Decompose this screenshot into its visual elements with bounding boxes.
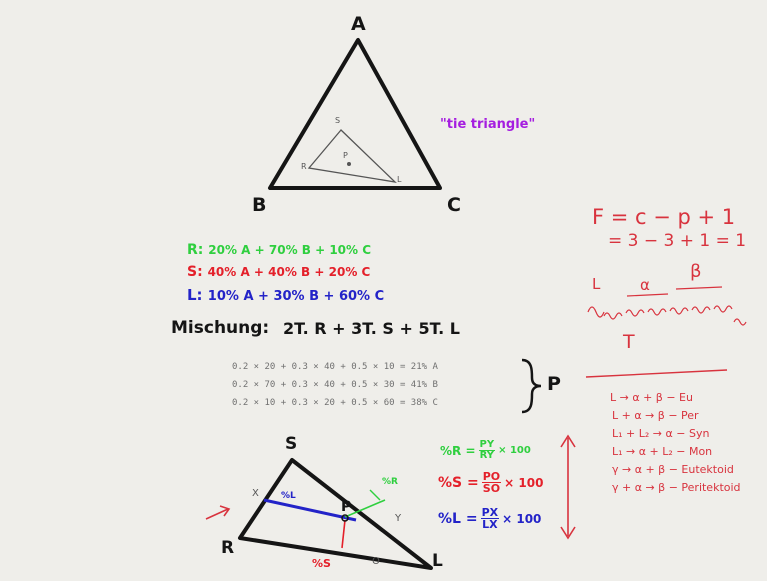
composition-r-text: 20% A + 70% B + 10% C xyxy=(208,243,372,257)
pct-r-label: %R xyxy=(382,477,398,487)
double-arrow-heads xyxy=(560,434,576,540)
ternary-triangle-srl xyxy=(238,458,433,570)
point-p-marker xyxy=(341,514,349,522)
ratio-l-den: LX xyxy=(482,518,498,531)
phase-compositions xyxy=(587,305,747,326)
point-p-label: P xyxy=(341,499,352,515)
ratio-s-fraction: PO SO xyxy=(481,470,502,495)
pct-s-label: %S xyxy=(312,557,331,570)
vertex-r-label: R xyxy=(221,538,235,558)
composition-s: S: 40% A + 40% B + 20% C xyxy=(187,265,370,279)
point-y-label: Y xyxy=(395,513,402,524)
beta-overline xyxy=(675,286,723,290)
vertex-b-label: B xyxy=(252,194,267,216)
alpha-overline xyxy=(626,293,669,297)
composition-l-text: 10% A + 30% B + 60% C xyxy=(207,289,385,304)
inner-p-label: P xyxy=(343,151,348,160)
mixture-label: Mischung: xyxy=(171,318,270,338)
inner-r-label: R xyxy=(301,162,307,171)
calc-line-c: 0.2 × 10 + 0.3 × 20 + 0.5 × 60 = 38% C xyxy=(232,398,438,408)
vertex-l-label: L xyxy=(432,551,443,571)
calc-result-p: P xyxy=(547,373,561,395)
tie-triangle-point-p xyxy=(347,162,351,166)
composition-s-text: 40% A + 40% B + 20% C xyxy=(207,265,371,279)
inner-l-label: L xyxy=(397,175,402,184)
reaction-eutectic: L → α + β − Eu xyxy=(610,391,693,404)
phase-label-l: L xyxy=(592,275,601,293)
ratio-s-rhs: × 100 xyxy=(504,475,544,490)
point-x-label: X xyxy=(252,488,259,499)
tie-triangle-label: "tie triangle" xyxy=(440,117,536,132)
line-po xyxy=(341,519,346,549)
ratio-r-fraction: PY RY xyxy=(478,439,496,461)
line-px xyxy=(263,498,357,522)
ratio-r-num: PY xyxy=(478,439,496,451)
ratio-r-rhs: × 100 xyxy=(498,444,531,456)
composition-r: R: 20% A + 70% B + 10% C xyxy=(187,243,371,257)
ratio-r: %R = PY RY × 100 xyxy=(440,440,531,461)
phase-label-alpha: α xyxy=(640,276,650,294)
phase-label-t: T xyxy=(623,331,635,353)
mixture-formula: 2T. R + 3T. S + 5T. L xyxy=(283,319,460,338)
calc-line-a: 0.2 × 20 + 0.3 × 40 + 0.5 × 10 = 21% A xyxy=(232,362,438,372)
reaction-peritectic: L + α → β − Per xyxy=(612,409,699,422)
ratio-s-lhs: %S = xyxy=(438,474,479,491)
line-py xyxy=(344,499,386,518)
composition-r-name: R: xyxy=(187,242,204,258)
ratio-r-lhs: %R = xyxy=(440,443,476,458)
reaction-syntectic: L₁ + L₂ → α − Syn xyxy=(612,427,710,440)
composition-s-name: S: xyxy=(187,264,203,280)
ratio-l-fraction: PX LX xyxy=(480,506,500,531)
vertex-c-label: C xyxy=(447,194,461,216)
ratio-r-den: RY xyxy=(479,450,494,461)
composition-l: L: 10% A + 30% B + 60% C xyxy=(187,286,385,304)
reaction-eutectoid: γ → α + β − Eutektoid xyxy=(612,463,734,476)
calc-brace xyxy=(521,358,542,414)
composition-l-name: L: xyxy=(187,286,203,304)
pointer-arrow xyxy=(205,505,231,520)
phase-label-beta: β xyxy=(690,261,702,282)
line-green-tick xyxy=(369,489,381,501)
phase-rule-line1: F = c − p + 1 xyxy=(592,205,736,229)
ratio-s: %S = PO SO × 100 xyxy=(438,471,543,494)
ratio-s-den: SO xyxy=(482,482,501,495)
tie-triangle xyxy=(307,129,397,183)
reaction-peritectoid: γ + α → β − Peritektoid xyxy=(612,481,741,494)
ratio-l-num: PX xyxy=(480,506,500,519)
reaction-monotectic: L₁ → α + L₂ − Mon xyxy=(612,445,713,458)
phase-divider xyxy=(585,369,728,378)
ternary-triangle-abc xyxy=(268,38,442,190)
ratio-s-num: PO xyxy=(481,470,502,483)
point-o-label: O xyxy=(372,556,380,567)
vertex-s-label: S xyxy=(285,434,298,454)
phase-rule-line2: = 3 − 3 + 1 = 1 xyxy=(608,231,747,251)
inner-s-label: S xyxy=(335,116,341,125)
ratio-l-rhs: × 100 xyxy=(502,511,542,526)
vertex-a-label: A xyxy=(351,13,366,35)
pct-l-label: %L xyxy=(281,491,296,501)
ratio-l: %L = PX LX × 100 xyxy=(438,507,541,530)
ratio-l-lhs: %L = xyxy=(438,510,478,527)
calc-line-b: 0.2 × 70 + 0.3 × 40 + 0.5 × 30 = 41% B xyxy=(232,380,438,390)
